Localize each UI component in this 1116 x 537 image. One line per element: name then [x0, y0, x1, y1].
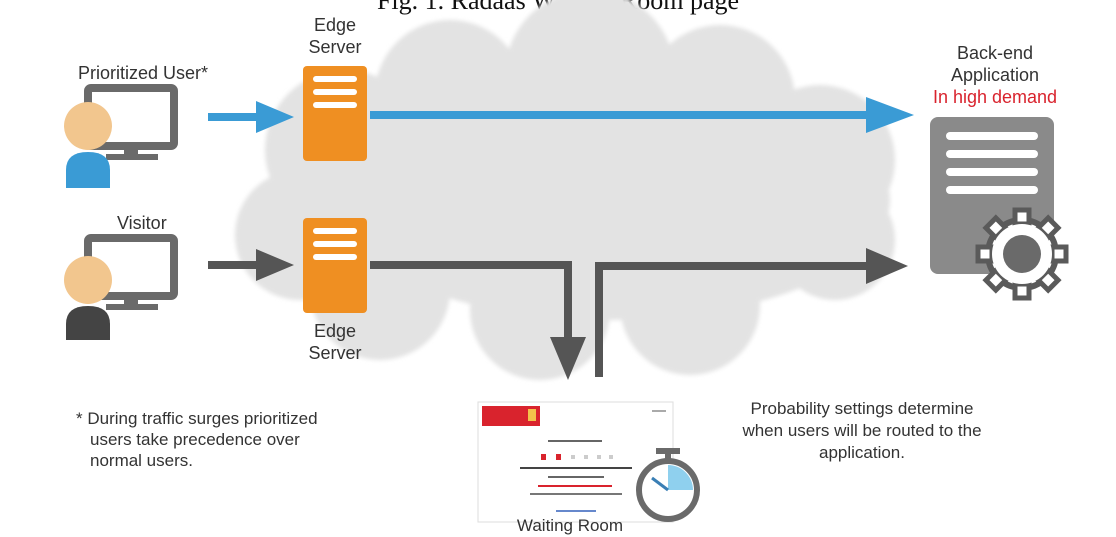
- probability-note-line3: application.: [818, 443, 905, 462]
- backend-demand-label: In high demand: [932, 87, 1058, 107]
- arrow-user-to-edge-blue: [208, 101, 294, 133]
- edge-server-bottom-icon: [303, 218, 367, 313]
- arrow-edge-to-waiting-room: [370, 261, 586, 380]
- edge-server-top-label-line1: Edge: [313, 15, 357, 35]
- prioritized-user-icon: [64, 84, 178, 188]
- footnote-line3: normal users.: [90, 451, 193, 470]
- gear-icon: [975, 207, 1069, 301]
- backend-label: Back-end Application In high demand: [920, 42, 1070, 108]
- visitor-icon: [64, 234, 178, 340]
- edge-server-bottom-label: Edge Server: [302, 320, 368, 364]
- edge-server-top-label: Edge Server: [302, 14, 368, 58]
- edge-server-bottom-label-line1: Edge: [313, 321, 357, 341]
- edge-server-top-label-line2: Server: [308, 37, 362, 57]
- stopwatch-icon: [636, 448, 700, 522]
- probability-note: Probability settings determine when user…: [712, 398, 1012, 464]
- probability-note-line1: Probability settings determine: [750, 399, 974, 418]
- backend-label-line2: Application: [950, 65, 1040, 85]
- waiting-room-label: Waiting Room: [516, 516, 624, 535]
- arrow-waiting-room-to-backend: [595, 248, 908, 377]
- cloud-shape: [235, 0, 895, 380]
- footnote: * During traffic surges prioritized user…: [76, 408, 318, 471]
- footnote-line1: * During traffic surges prioritized: [76, 409, 318, 428]
- footnote-line2: users take precedence over: [90, 430, 300, 449]
- arrow-visitor-to-edge: [208, 249, 294, 281]
- edge-server-top-icon: [303, 66, 367, 161]
- prioritized-user-label: Prioritized User*: [78, 63, 209, 83]
- visitor-label: Visitor: [117, 213, 167, 233]
- edge-server-bottom-label-line2: Server: [308, 343, 362, 363]
- probability-note-line2: when users will be routed to the: [742, 421, 982, 440]
- arrow-edge-to-backend-blue: [370, 97, 914, 133]
- backend-label-line1: Back-end: [956, 43, 1034, 63]
